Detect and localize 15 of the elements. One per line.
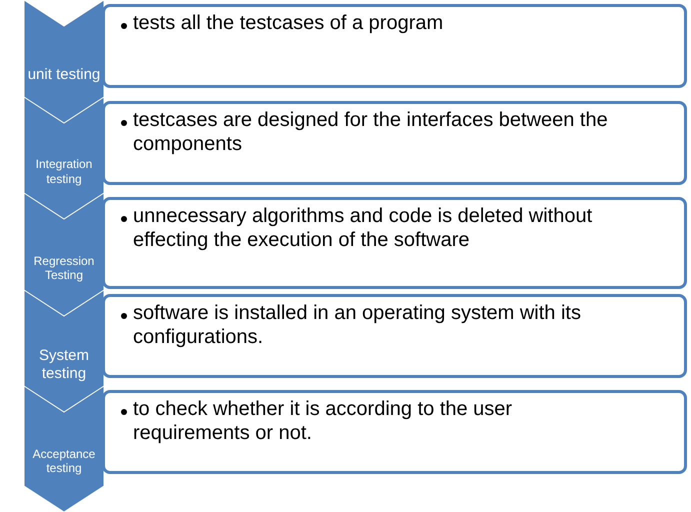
description-box xyxy=(102,100,687,184)
description-box xyxy=(102,4,687,88)
stage-label: Acceptance testing xyxy=(32,446,96,476)
description-text: testcases are designed for the interfaces between the components xyxy=(133,108,609,156)
description-text: tests all the testcases of a program xyxy=(133,11,444,35)
stage-label: Integration testing xyxy=(34,157,94,186)
stage-label: Regression Testing xyxy=(32,254,96,282)
stage-label: System testing xyxy=(38,346,90,382)
description-box xyxy=(102,294,687,378)
description-text: unnecessary algorithms and code is deleted without effecting the execution of the software xyxy=(133,204,594,252)
description-box xyxy=(102,197,687,289)
description-text: software is installed in an operating system with its configurations. xyxy=(133,300,582,348)
description-box xyxy=(102,390,687,474)
stage-label: unit testing xyxy=(26,66,102,84)
description-text: to check whether it is according to the user requirements or not. xyxy=(133,397,514,445)
